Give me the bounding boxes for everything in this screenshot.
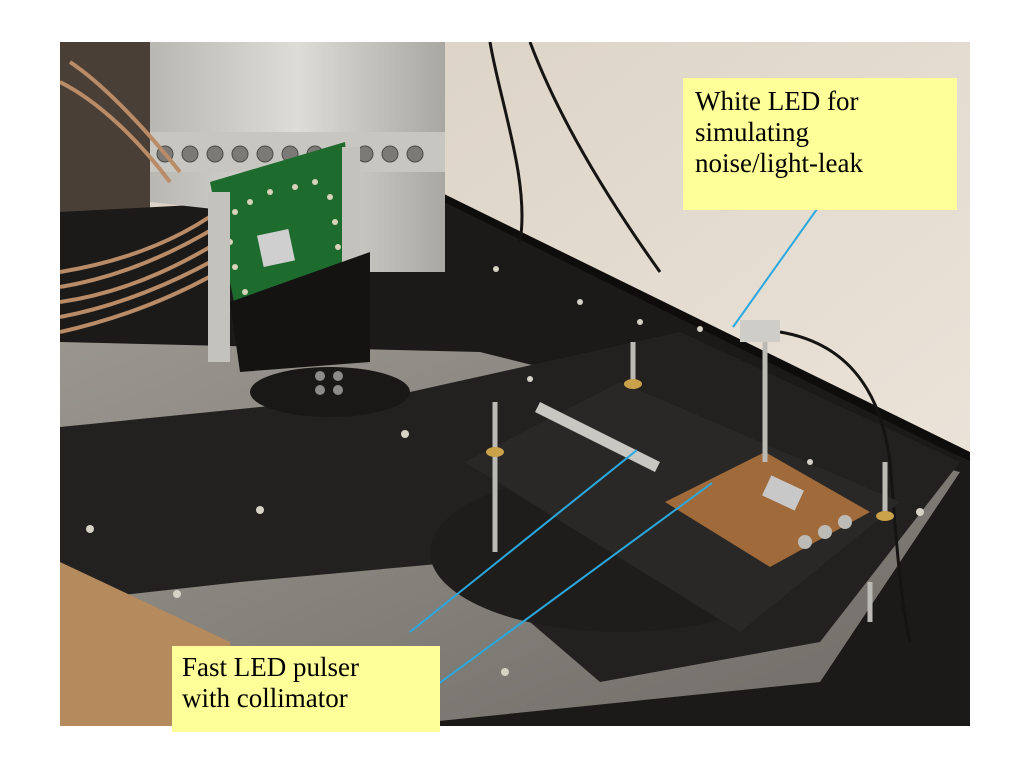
callout-white-led-line-2: simulating xyxy=(695,117,809,147)
table-rim xyxy=(440,192,970,462)
callout-white-led-line-3: noise/light-leak xyxy=(695,148,863,178)
left-bracket xyxy=(208,192,230,362)
stand-base xyxy=(250,367,410,417)
callout-white-led-line-1: White LED for xyxy=(695,86,859,116)
pulser-pcb xyxy=(665,452,870,567)
pcb-stand xyxy=(230,252,370,372)
pcb-chip xyxy=(257,229,295,267)
callout-fast-led-line-2: with collimator xyxy=(182,683,348,713)
pulser-connectors xyxy=(798,515,852,549)
callout-fast-led-line-1: Fast LED pulser xyxy=(182,652,359,682)
pulser-crystal xyxy=(762,475,804,511)
callout-fast-led-pulser: Fast LED pulser with collimator xyxy=(172,646,440,732)
stand-holes xyxy=(315,371,343,395)
callout-white-led: White LED for simulating noise/light-lea… xyxy=(683,78,957,210)
black-cables xyxy=(488,42,912,643)
white-led-holder xyxy=(740,320,780,342)
